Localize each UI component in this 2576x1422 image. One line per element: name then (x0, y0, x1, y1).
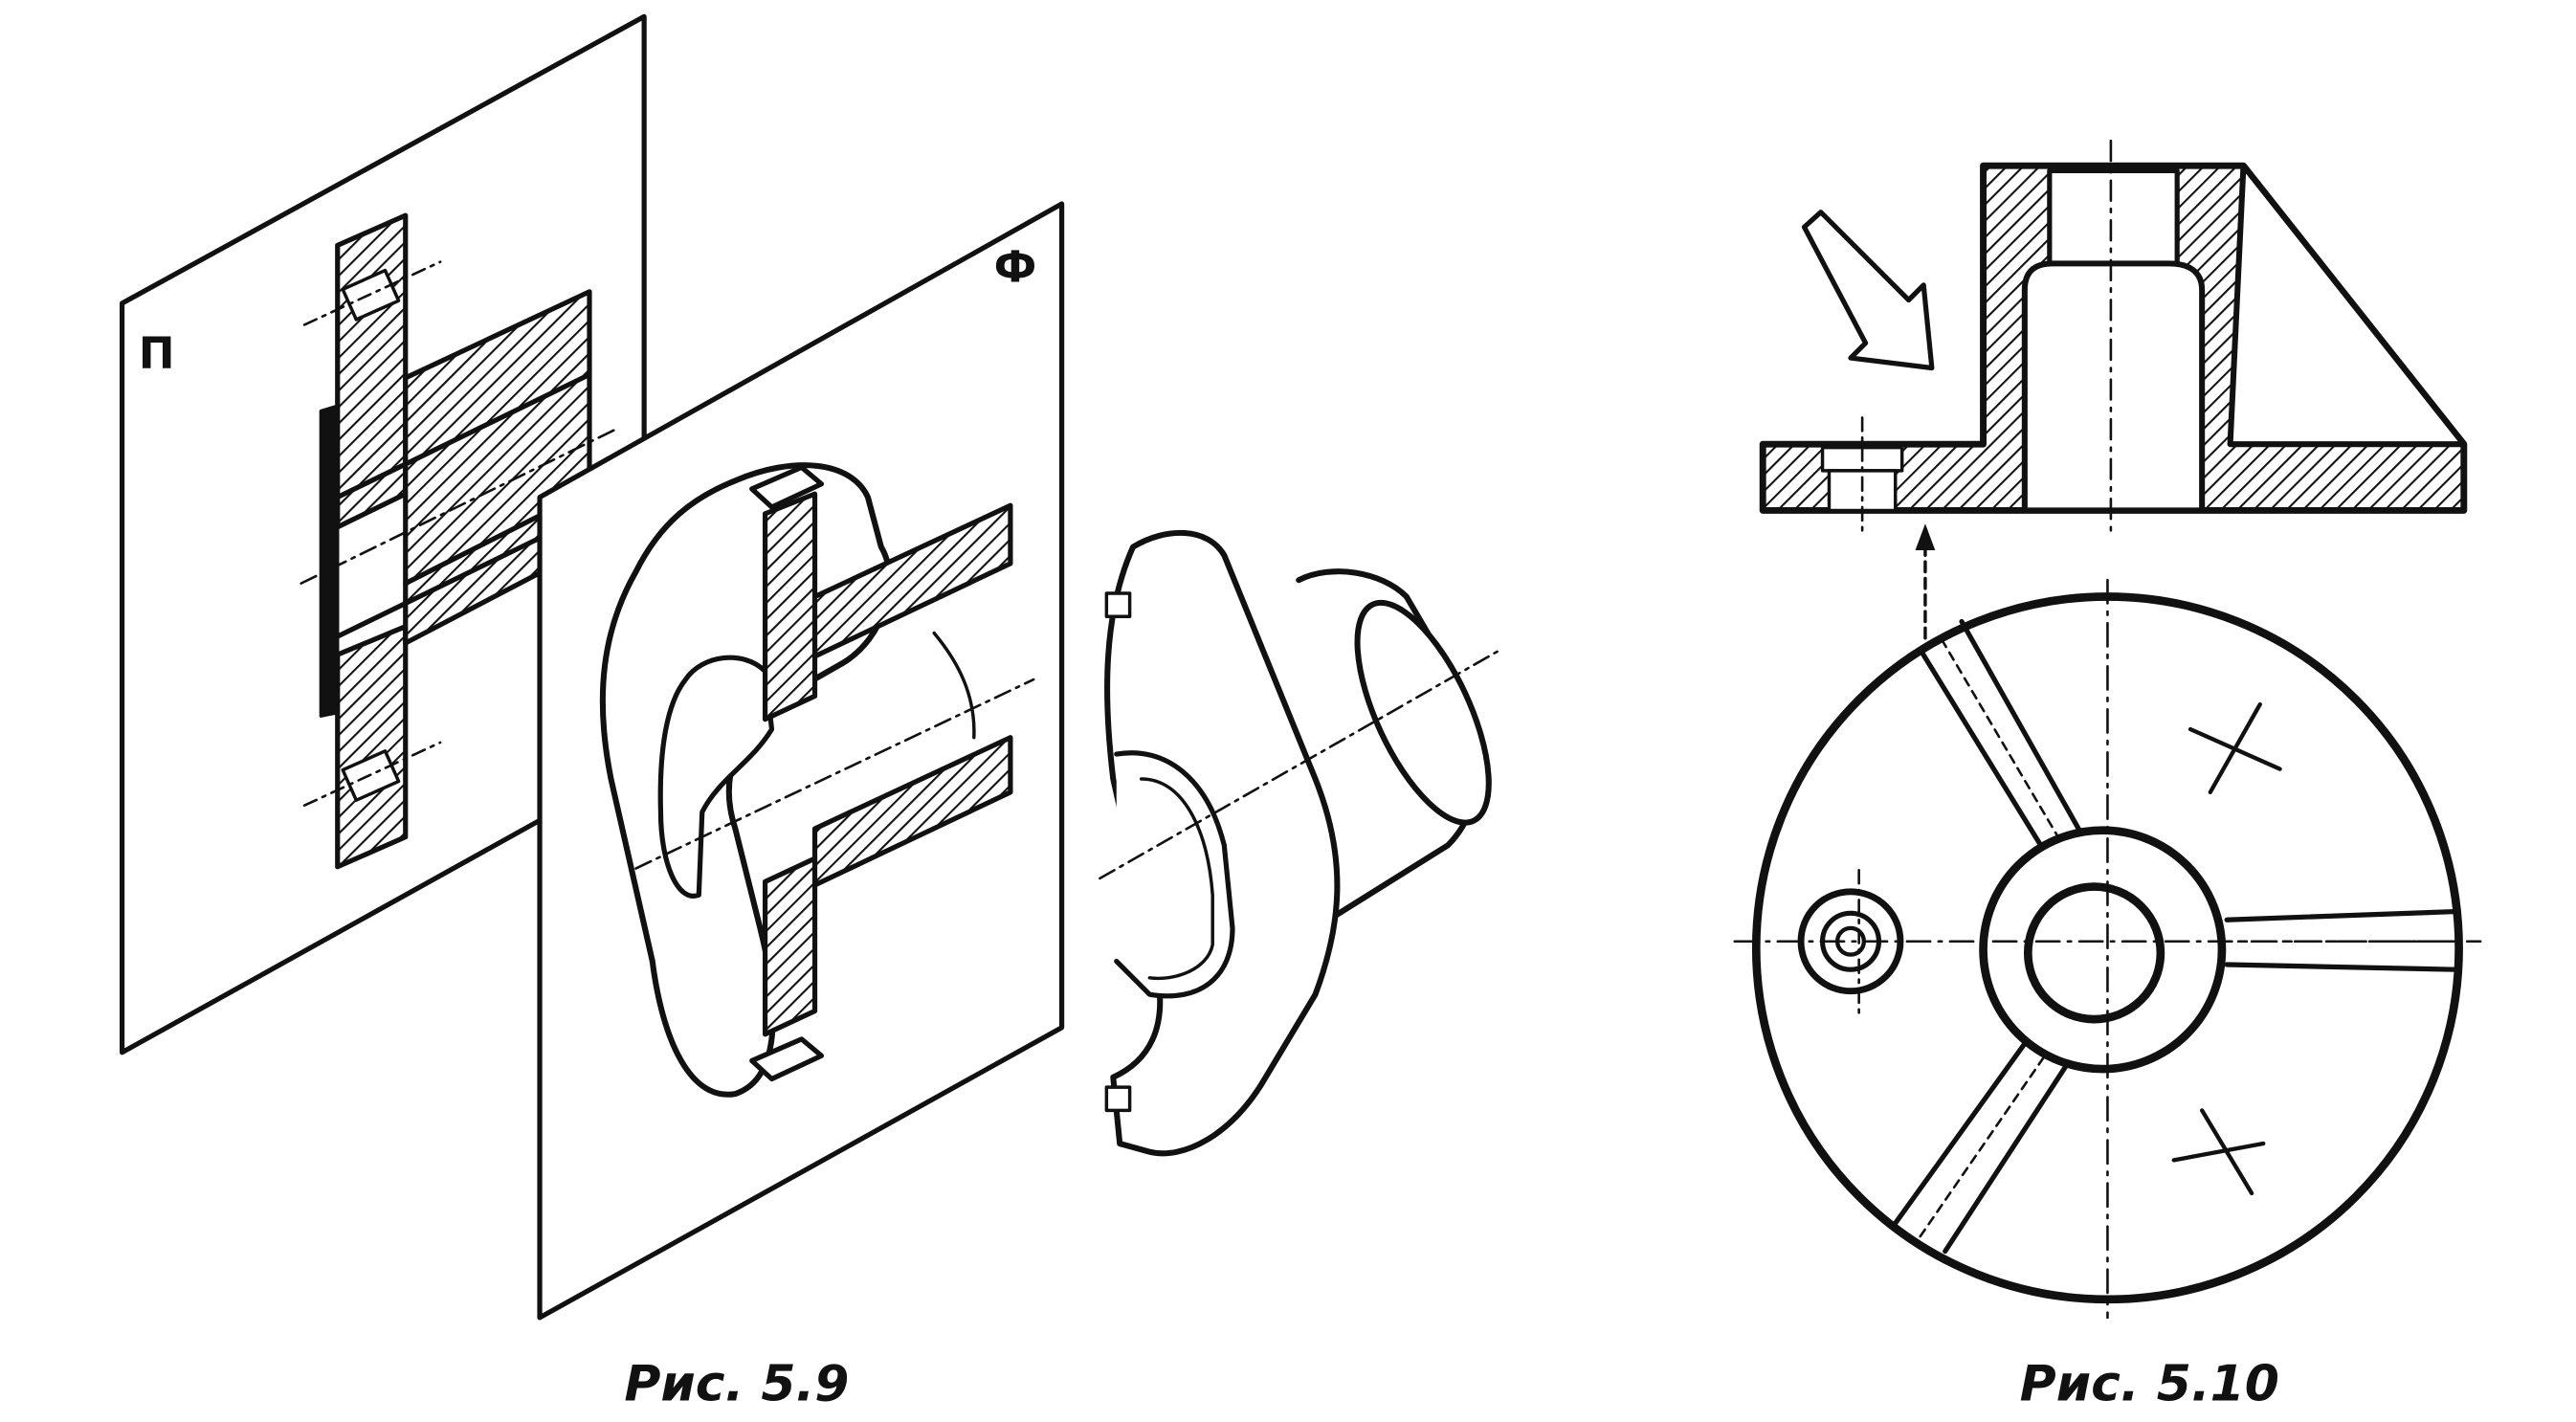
front-section-view (1759, 139, 2468, 541)
caption-figure-5-9: Рис. 5.9 (624, 1355, 849, 1412)
figure-5-9: П Ф (119, 13, 1499, 1321)
view-direction-arrow-icon (1801, 210, 1935, 371)
frontal-plane-part (599, 462, 1035, 1098)
top-view (1733, 578, 2482, 1320)
plane-label-profile: П (139, 327, 175, 378)
cut-part-half (1099, 529, 1499, 1157)
projection-arrow (1915, 523, 1936, 640)
plane-label-frontal: Ф (994, 241, 1037, 292)
figure-5-10 (1733, 139, 2482, 1320)
caption-figure-5-10: Рис. 5.10 (2020, 1355, 2279, 1412)
